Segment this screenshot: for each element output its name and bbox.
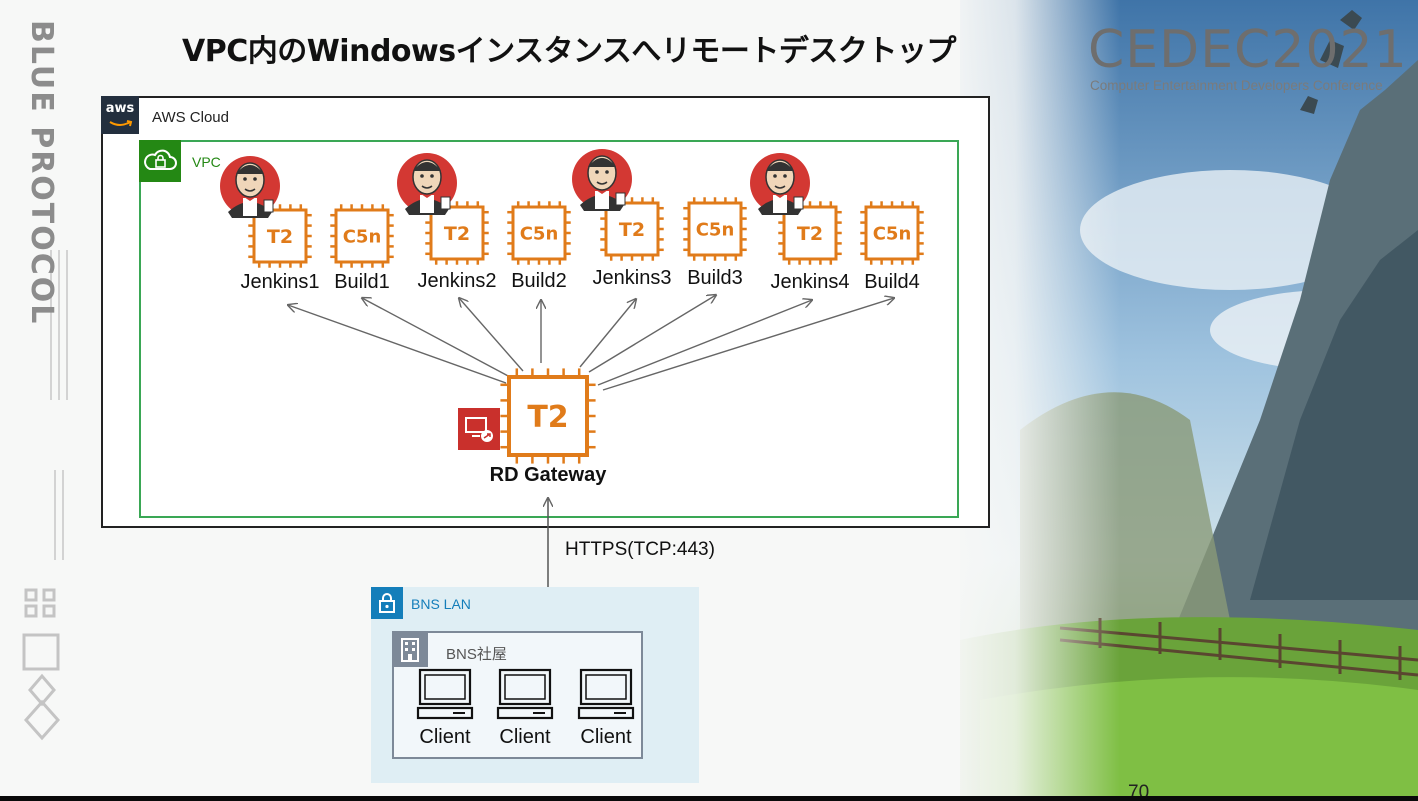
instance-label-jenkins1: Jenkins1 — [240, 271, 320, 293]
instance-chip-build2: C5n — [507, 201, 571, 265]
lan-lock-graphic — [379, 593, 395, 613]
aws-smile-icon — [109, 120, 133, 127]
instance-label-build2: Build2 — [511, 270, 567, 292]
building-graphic — [401, 638, 419, 662]
cloud-lock-icon — [139, 140, 181, 182]
jenkins-butler-icon — [750, 153, 810, 215]
client-label: Client — [499, 726, 551, 748]
instance-chip-build4-type: C5n — [873, 223, 912, 244]
cedec-logo: CEDEC2021 Computer Entertainment Develop… — [1088, 22, 1407, 98]
desktop-computer-icon — [416, 668, 474, 720]
jenkins-butler-icon — [220, 156, 280, 218]
arrow-to-jenkins1 — [288, 305, 507, 384]
instance-chip-jenkins4: T2 — [778, 201, 842, 265]
rd-gateway-label: RD Gateway — [489, 464, 607, 486]
instance-chip-build2-type: C5n — [520, 223, 559, 244]
rd-gateway-chip: T2 — [500, 368, 596, 464]
jenkins-butler-icon — [397, 153, 457, 215]
client-label: Client — [580, 726, 632, 748]
arrow-to-jenkins3 — [579, 299, 636, 368]
instance-chip-build3: C5n — [683, 197, 747, 261]
instance-label-jenkins2: Jenkins2 — [417, 270, 497, 292]
arrow-to-jenkins2 — [459, 298, 524, 372]
remote-desktop-graphic — [465, 417, 493, 442]
instance-label-build1: Build1 — [334, 271, 390, 293]
instance-chip-jenkins2: T2 — [425, 201, 489, 265]
instance-chip-build1-type: C5n — [343, 226, 382, 247]
instance-label-jenkins4: Jenkins4 — [770, 271, 850, 293]
vpc-icon-graphic — [144, 149, 177, 170]
vpc-label: VPC — [192, 154, 221, 170]
instance-chip-build4: C5n — [860, 201, 924, 265]
arrow-to-build3 — [588, 295, 716, 373]
cedec-wordmark: CEDEC2021 — [1088, 20, 1408, 80]
instance-chip-jenkins4-type: T2 — [797, 223, 823, 245]
instance-label-jenkins3: Jenkins3 — [592, 267, 672, 289]
instance-chip-jenkins3-type: T2 — [619, 219, 645, 241]
building-icon — [392, 631, 428, 667]
bns-office-group — [392, 631, 643, 759]
instance-chip-build1: C5n — [330, 204, 394, 268]
slide-title: VPC内のWindowsインスタンスへリモートデスクトップ — [182, 34, 956, 69]
desktop-computer-icon — [496, 668, 554, 720]
rd-gateway-chip-type: T2 — [527, 400, 568, 435]
remote-desktop-icon — [458, 408, 500, 450]
bns-office-label: BNS社屋 — [446, 646, 507, 663]
instance-chip-jenkins2-type: T2 — [444, 223, 470, 245]
jenkins-butler-icon — [572, 149, 632, 211]
https-connection-label: HTTPS(TCP:443) — [565, 539, 715, 560]
arrow-to-build4 — [602, 298, 894, 391]
instance-chip-jenkins1-type: T2 — [267, 226, 293, 248]
aws-logo-icon: aws — [101, 96, 139, 134]
instance-chip-jenkins1: T2 — [248, 204, 312, 268]
arrow-to-build1 — [362, 298, 513, 379]
instance-chip-build3-type: C5n — [696, 219, 735, 240]
arrow-to-jenkins4 — [597, 300, 812, 386]
aws-badge-text: aws — [105, 101, 135, 116]
instance-chip-jenkins3: T2 — [600, 197, 664, 261]
desktop-computer-icon — [577, 668, 635, 720]
padlock-icon — [371, 587, 403, 619]
client-label: Client — [419, 726, 471, 748]
instance-label-build4: Build4 — [864, 271, 920, 293]
cedec-tagline: Computer Entertainment Developers Confer… — [1090, 78, 1383, 93]
bottom-bar — [0, 796, 1418, 801]
vpc-group — [139, 140, 959, 518]
instance-label-build3: Build3 — [687, 267, 743, 289]
aws-cloud-label: AWS Cloud — [152, 109, 229, 126]
bns-lan-label: BNS LAN — [411, 596, 471, 612]
